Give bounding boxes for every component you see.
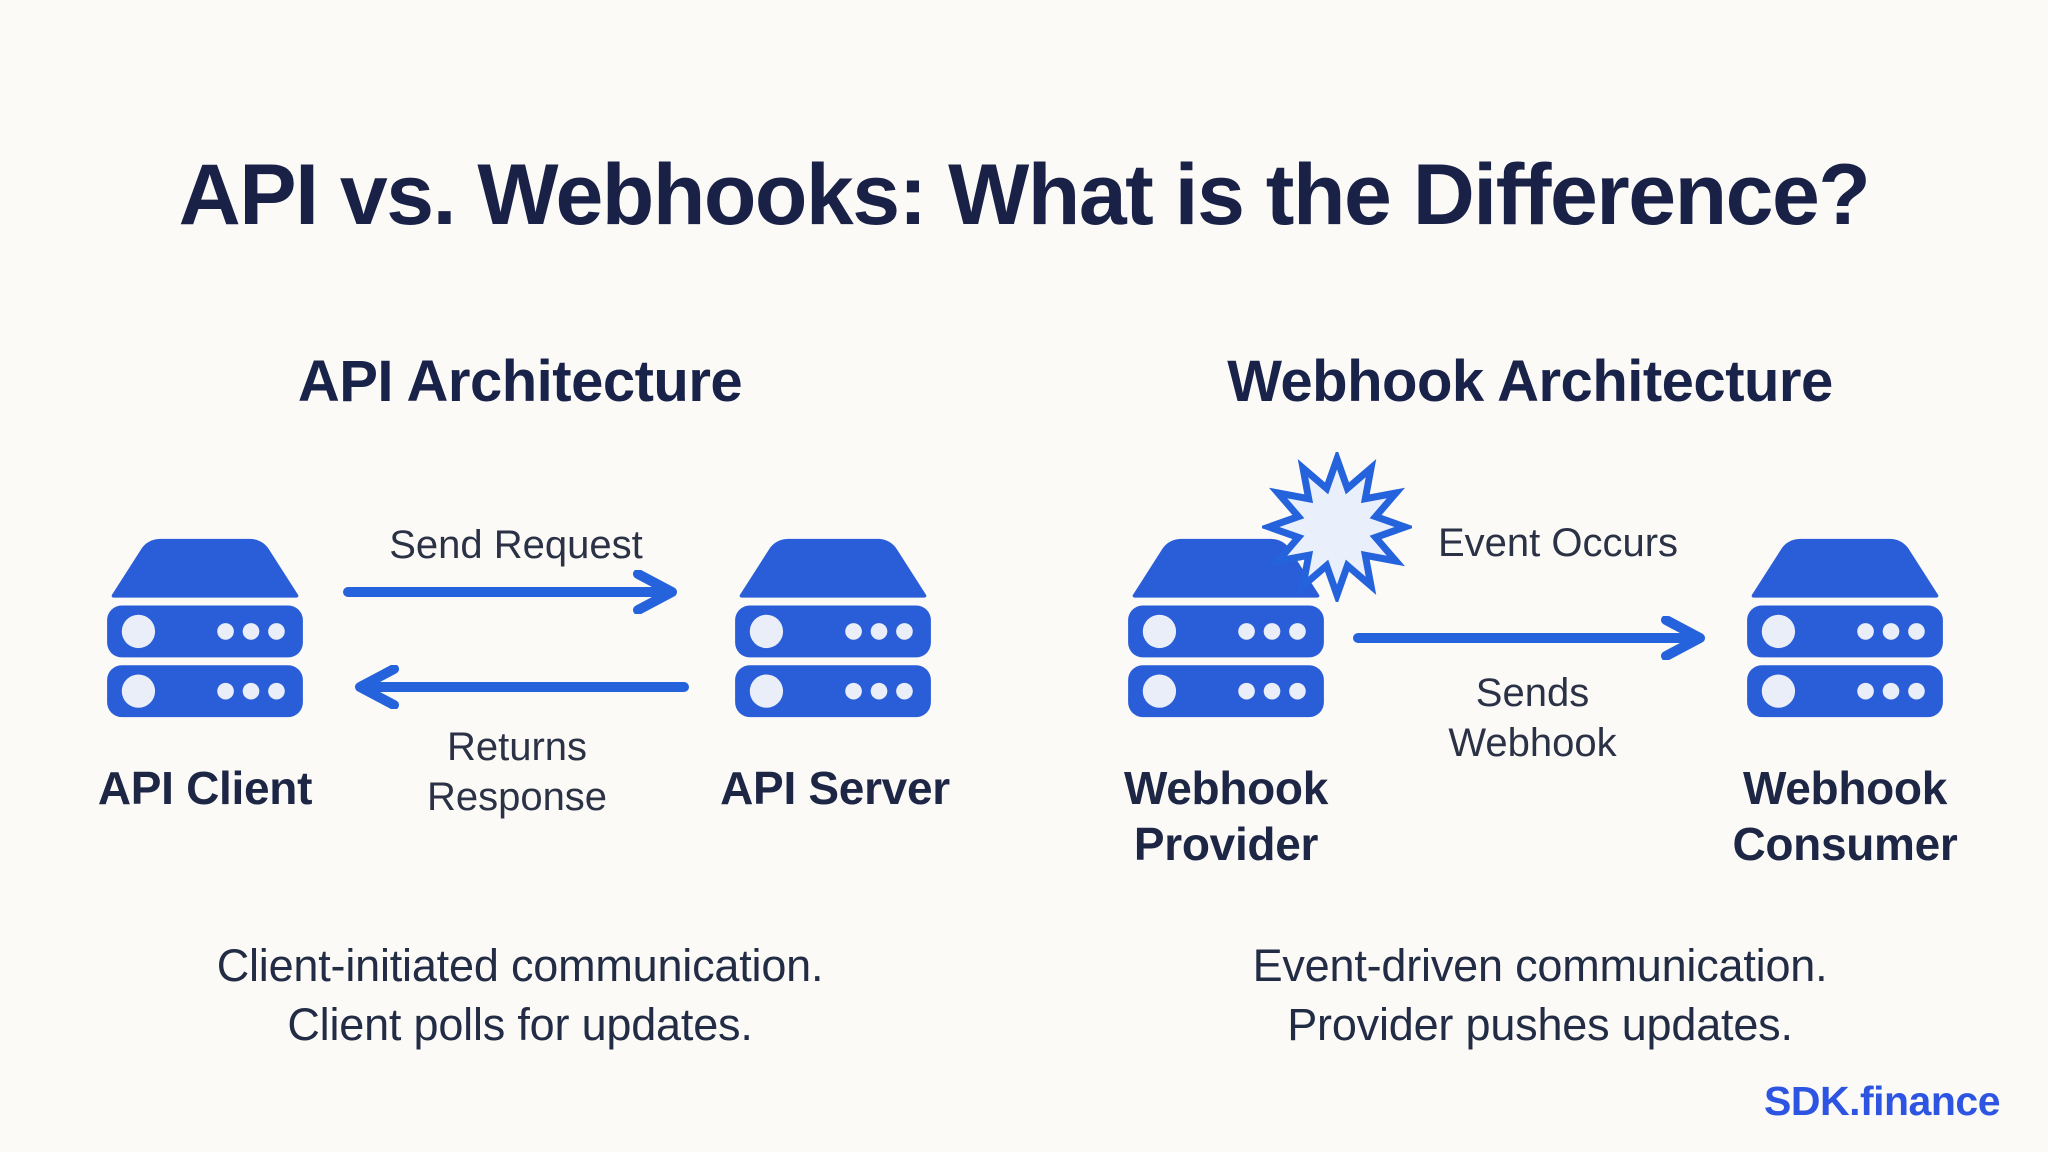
api-summary-line1: Client-initiated communication. bbox=[216, 940, 824, 991]
returns-response-label: Returns Response bbox=[337, 722, 697, 822]
webhook-consumer-label-line2: Consumer bbox=[1732, 818, 1958, 871]
webhook-summary-line1: Event-driven communication. bbox=[1252, 940, 1828, 991]
event-occurs-label: Event Occurs bbox=[1437, 521, 1679, 565]
api-server-label: API Server bbox=[720, 762, 950, 814]
webhook-consumer-server-icon bbox=[1737, 535, 1953, 721]
sdk-finance-logo: SDK.finance bbox=[1764, 1078, 2001, 1124]
api-server-server-icon bbox=[725, 535, 941, 721]
webhook-architecture-heading: Webhook Architecture bbox=[1227, 349, 1833, 414]
sends-webhook-arrow-icon bbox=[1352, 616, 1710, 660]
page-title: API vs. Webhooks: What is the Difference… bbox=[178, 147, 1871, 243]
returns-response-line1: Returns bbox=[446, 725, 588, 769]
webhook-consumer-label-line1: Webhook bbox=[1742, 762, 1948, 814]
webhook-summary-text: Event-driven communication. Provider pus… bbox=[1090, 936, 1990, 1055]
event-burst-icon bbox=[1262, 452, 1412, 602]
webhook-summary-line2: Provider pushes updates. bbox=[1287, 999, 1793, 1051]
send-request-arrow-icon bbox=[342, 570, 682, 614]
api-summary-line2: Client polls for updates. bbox=[287, 999, 753, 1051]
webhook-provider-server-icon bbox=[1118, 535, 1334, 721]
webhook-consumer-label: Webhook Consumer bbox=[1700, 760, 1990, 872]
webhook-provider-label-line2: Provider bbox=[1133, 818, 1319, 871]
api-summary-text: Client-initiated communication. Client p… bbox=[70, 936, 970, 1055]
sends-webhook-line1: Sends bbox=[1475, 671, 1590, 715]
sends-webhook-line2: Webhook bbox=[1448, 721, 1617, 765]
api-architecture-heading: API Architecture bbox=[297, 349, 743, 414]
webhook-provider-label: Webhook Provider bbox=[1081, 760, 1371, 872]
returns-response-line2: Response bbox=[426, 775, 608, 819]
send-request-label: Send Request bbox=[389, 523, 643, 567]
api-client-server-icon bbox=[97, 535, 313, 721]
webhook-provider-label-line1: Webhook bbox=[1123, 762, 1329, 814]
sends-webhook-label: Sends Webhook bbox=[1385, 668, 1680, 768]
returns-response-arrow-icon bbox=[345, 665, 690, 709]
api-client-label: API Client bbox=[97, 762, 313, 814]
